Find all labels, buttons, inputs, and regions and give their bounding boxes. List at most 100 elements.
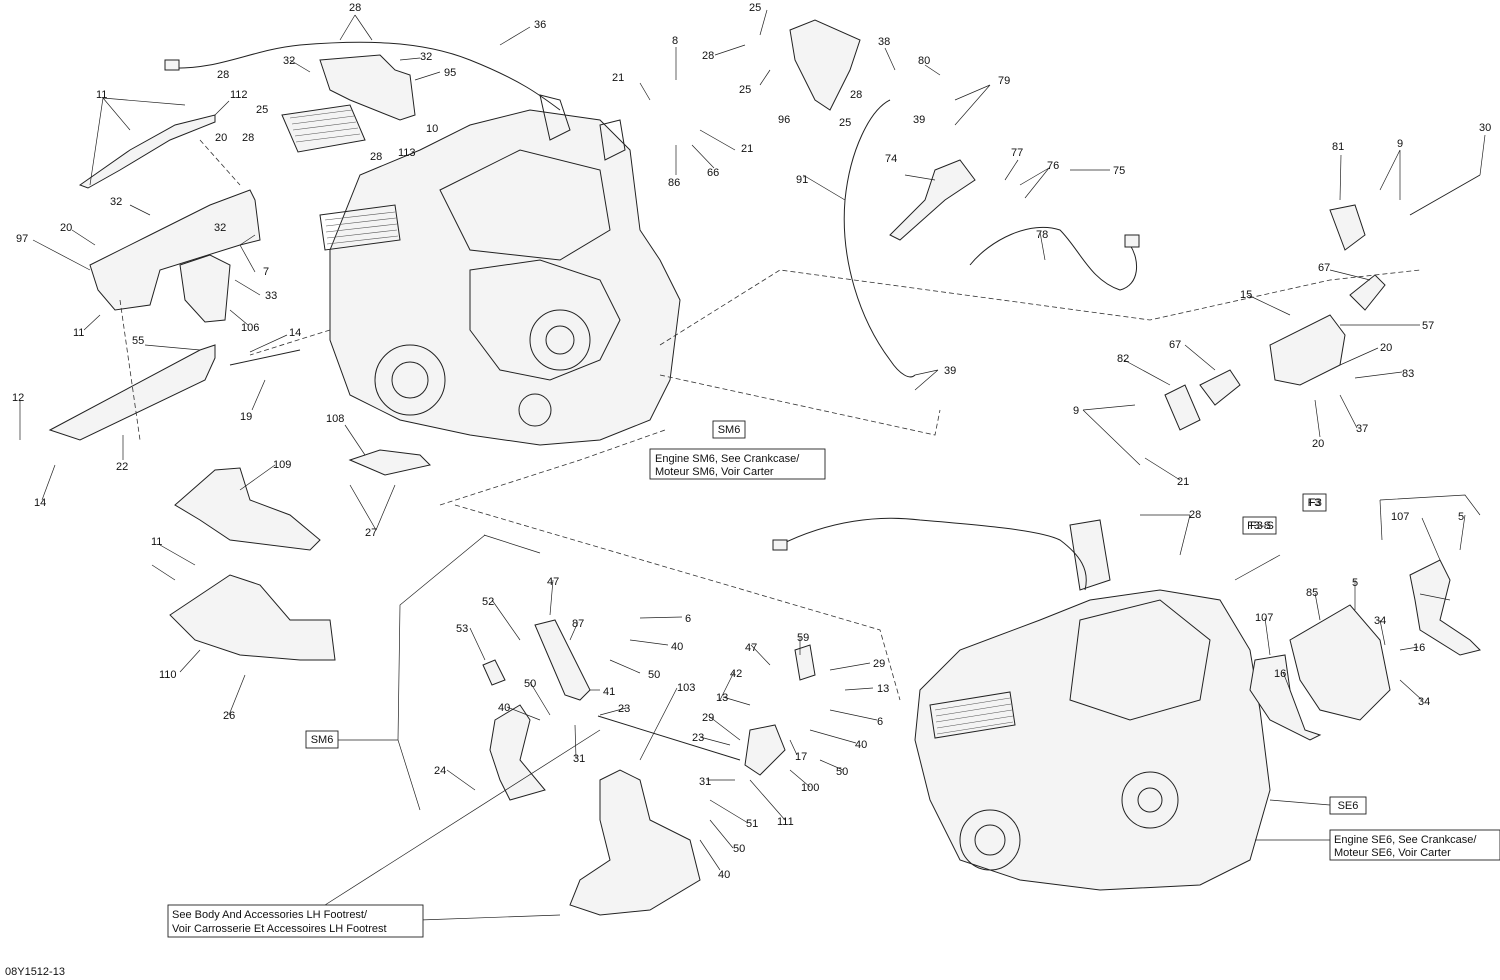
guard-107-left — [1249, 654, 1322, 741]
callout: 19 — [240, 411, 252, 423]
callout: 95 — [444, 67, 456, 79]
f3s-tag: F3-S — [1247, 520, 1271, 532]
callout: 107 — [1391, 511, 1409, 523]
footrest-note-line2: Voir Carrosserie Et Accessoires LH Footr… — [172, 923, 387, 935]
callout: 13 — [716, 692, 728, 704]
sm6-tag: SM6 — [718, 424, 741, 436]
rod-103 — [597, 715, 741, 761]
callout: 75 — [1113, 165, 1125, 177]
callout: 23 — [618, 703, 630, 715]
callout: 81 — [1332, 141, 1344, 153]
callout: 50 — [524, 678, 536, 690]
bracket-87 — [534, 619, 591, 701]
callout: 28 — [217, 69, 229, 81]
bracket-24 — [489, 704, 546, 801]
callout: 42 — [730, 668, 742, 680]
callout: 34 — [1374, 615, 1386, 627]
callout: 32 — [214, 222, 226, 234]
callout: 34 — [1418, 696, 1430, 708]
callout: 83 — [1402, 368, 1414, 380]
callout: 24 — [434, 765, 446, 777]
callout: 17 — [795, 751, 807, 763]
callout: 32 — [283, 55, 295, 67]
callout: 57 — [1422, 320, 1434, 332]
callout: 41 — [603, 686, 615, 698]
callout: 11 — [151, 536, 162, 548]
callout: 107 — [1255, 612, 1273, 624]
callout: 82 — [1117, 353, 1129, 365]
bar-55 — [48, 344, 216, 441]
harness-connector — [164, 59, 180, 71]
callout: 67 — [1318, 262, 1330, 274]
callout: 26 — [223, 710, 235, 722]
callout: 77 — [1011, 147, 1023, 159]
bracket-96 — [789, 19, 861, 111]
callout: 47 — [547, 576, 559, 588]
callout: 66 — [707, 167, 719, 179]
callout: 10 — [426, 123, 438, 135]
callout: 108 — [326, 413, 344, 425]
callout-labels: 28 36 25 28 8 38 80 79 32 32 95 28 25 11… — [12, 2, 1491, 881]
wiring-harness — [169, 41, 561, 111]
callout: 50 — [836, 766, 848, 778]
callout: 7 — [263, 266, 269, 278]
leader-lines — [19, 9, 1486, 921]
spring-67b — [1199, 369, 1241, 406]
reference-box-sm6-lower: SM6 — [305, 730, 398, 749]
bracket-95 — [319, 54, 416, 121]
callout: 31 — [573, 753, 585, 765]
guard-107-right — [1409, 559, 1481, 656]
grouping-lines — [119, 139, 1421, 701]
callout: 87 — [572, 618, 584, 630]
callout: 40 — [855, 739, 867, 751]
se6-note-line1: Engine SE6, See Crankcase/ — [1334, 834, 1477, 846]
lever-100 — [744, 724, 786, 776]
reference-box-f3: F3 — [1302, 493, 1327, 512]
callout: 40 — [718, 869, 730, 881]
callout: 113 — [398, 147, 416, 159]
guard-108 — [348, 449, 431, 476]
sm6-note-line1: Engine SM6, See Crankcase/ — [655, 453, 800, 465]
callout: 9 — [1397, 138, 1403, 150]
callout: 11 — [96, 89, 107, 101]
se6-note-line2: Moteur SE6, Voir Carter — [1334, 847, 1451, 859]
harness-connector-lower — [772, 539, 788, 551]
wiring-harness-lower — [779, 517, 1087, 591]
callout: 29 — [873, 658, 885, 670]
callout: 33 — [265, 290, 277, 302]
callout: 22 — [116, 461, 128, 473]
callout: 103 — [677, 682, 695, 694]
callout: 52 — [482, 596, 494, 608]
callout: 80 — [918, 55, 930, 67]
harness-78 — [969, 226, 1138, 291]
reference-box-se6: SE6 — [1329, 796, 1367, 815]
shield-110 — [169, 574, 336, 661]
callout: 8 — [672, 35, 678, 47]
bracket-112 — [78, 114, 216, 189]
callout: 78 — [1036, 229, 1048, 241]
drawing-id: 08Y1512-13 — [5, 966, 65, 978]
callout: 79 — [998, 75, 1010, 87]
lever-74 — [889, 159, 976, 241]
callout: 32 — [420, 51, 432, 63]
cover-85 — [1289, 604, 1391, 721]
callout: 28 — [242, 132, 254, 144]
ecm-module — [281, 104, 366, 153]
callout: 31 — [699, 776, 711, 788]
callout: 21 — [741, 143, 753, 155]
callout: 85 — [1306, 587, 1318, 599]
bracket-106 — [179, 254, 231, 323]
callout: 38 — [878, 36, 890, 48]
callout: 28 — [850, 89, 862, 101]
callout: 97 — [16, 233, 28, 245]
callout: 53 — [456, 623, 468, 635]
callout: 55 — [132, 335, 144, 347]
callout: 96 — [778, 114, 790, 126]
callout: 27 — [365, 527, 377, 539]
callout: 28 — [370, 151, 382, 163]
reference-box-se6-note: Engine SE6, See Crankcase/ Moteur SE6, V… — [1329, 829, 1500, 861]
brace-lines — [397, 494, 1481, 811]
callout: 91 — [796, 174, 808, 186]
callout: 20 — [1380, 342, 1392, 354]
